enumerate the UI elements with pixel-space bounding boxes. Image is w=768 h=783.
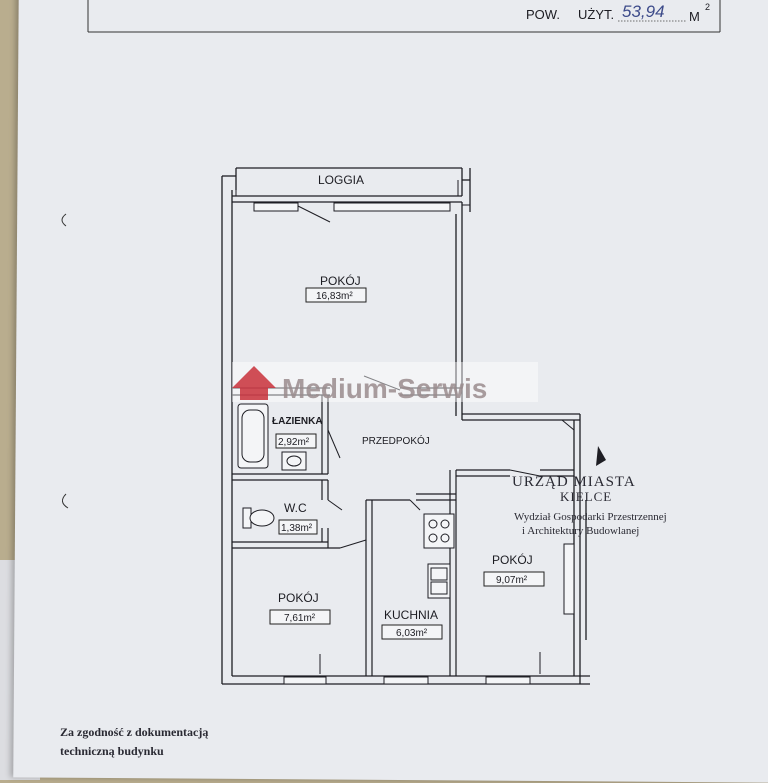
wc-area: 1,38m² [281,523,313,534]
lazienka-area: 2,92m² [278,437,310,448]
room-right-label: POKÓJ [492,552,533,567]
footer-line-1: Za zgodność z dokumentacją [60,725,208,739]
room-left-area-box [269,609,331,625]
watermark-text: Medium-Serwis [282,373,487,404]
room-left-area: 7,61m² [284,613,316,624]
wc-area-box [278,519,318,535]
washbasin-bowl [286,455,302,467]
stamp-line-2: KIELCE [560,489,612,504]
kuchnia-label: KUCHNIA [384,608,438,622]
unit-label: M [689,9,700,24]
house-logo-icon [232,366,276,400]
uzyt-value: 53,94 [622,2,665,21]
przedpokoj-label: PRZEDPOKÓJ [362,434,430,447]
stamp-line-3: Wydział Gospodarki Przestrzennej [514,511,667,523]
kuchnia-area-box [381,624,443,640]
room-right-area: 9,07m² [496,575,528,586]
unit-exponent: 2 [705,2,710,12]
lazienka-area-box [275,433,317,449]
interior-walls [232,387,574,676]
stamp-arrow-icon [596,446,606,466]
punch-mark [62,493,69,509]
room-big-area-box [305,287,367,303]
kuchnia-area: 6,03m² [396,628,428,639]
watermark: Medium-Serwis [232,362,538,404]
exterior-walls [221,167,590,685]
footer-line-2: techniczną budynku [60,744,164,758]
loggia-label: LOGGIA [318,173,364,187]
stamp-line-1: URZĄD MIASTA [512,474,636,490]
room-right-area-box [483,571,545,587]
stove [423,513,455,549]
office-stamp: URZĄD MIASTA KIELCE Wydział Gospodarki P… [512,446,667,537]
toilet-bowl [249,509,275,527]
doors [297,205,575,549]
room-big-label: POKÓJ [320,273,361,288]
punch-mark [61,213,67,227]
lazienka-label: ŁAZIENKA [272,416,323,427]
windows [235,180,575,685]
room-big-area: 16,83m² [316,291,353,302]
stamp-line-4: i Architektury Budowlanej [522,525,639,537]
wc-label: W.C [284,501,307,515]
room-left-label: POKÓJ [278,590,319,605]
pow-label: POW. [526,7,560,22]
radiators [319,652,541,674]
fixtures [237,403,455,599]
header-frame [87,0,721,33]
uzyt-label: UŻYT. [578,7,614,22]
bathtub-basin [241,409,265,463]
